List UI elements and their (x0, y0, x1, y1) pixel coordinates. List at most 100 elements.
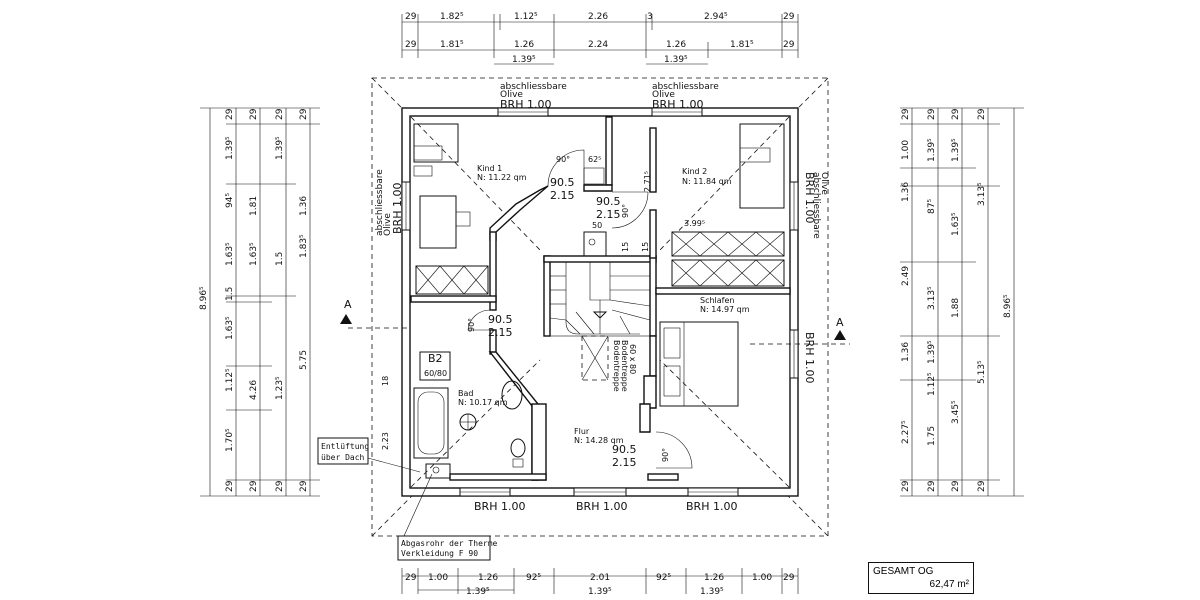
svg-text:92⁵: 92⁵ (526, 573, 541, 583)
bottom-dimension-text: 29 1.00 1.26 92⁵ 2.01 92⁵ 1.26 1.00 29 1… (405, 573, 795, 597)
svg-text:1.39⁵: 1.39⁵ (588, 587, 612, 597)
svg-text:2.15: 2.15 (596, 208, 621, 221)
svg-text:1.00: 1.00 (428, 573, 448, 583)
total-label: GESAMT OG (873, 566, 934, 577)
svg-text:1.12⁵: 1.12⁵ (927, 372, 937, 396)
room-name-bad: Bad (458, 389, 473, 398)
roof-outline (371, 77, 829, 537)
svg-text:1.39⁵: 1.39⁵ (700, 587, 724, 597)
svg-text:1.88: 1.88 (951, 298, 961, 318)
room-name-schlafen: Schlafen (700, 296, 734, 305)
svg-text:1.63⁵: 1.63⁵ (225, 242, 235, 266)
svg-text:60 x 80: 60 x 80 (628, 344, 637, 374)
svg-text:Bodentreppe: Bodentreppe (612, 340, 621, 392)
svg-text:2.24: 2.24 (588, 40, 608, 50)
sink (501, 380, 523, 410)
svg-text:Olive: Olive (383, 213, 393, 236)
svg-text:1.39⁵: 1.39⁵ (951, 138, 961, 162)
svg-text:1.26: 1.26 (478, 573, 498, 583)
svg-text:2.15: 2.15 (612, 456, 637, 469)
svg-text:3: 3 (647, 12, 653, 22)
svg-text:1.12⁵: 1.12⁵ (514, 12, 538, 22)
svg-text:2.15: 2.15 (488, 326, 513, 339)
svg-text:1.39⁵: 1.39⁵ (225, 136, 235, 160)
top-dimension-text: 29 1.82⁵ 1.12⁵ 2.26 3 2.94⁵ 29 29 1.81⁵ … (405, 12, 795, 65)
svg-text:BRH 1.00: BRH 1.00 (686, 500, 737, 513)
svg-text:über Dach: über Dach (321, 453, 365, 462)
svg-text:90°: 90° (556, 155, 570, 164)
svg-text:BRH 1.00: BRH 1.00 (576, 500, 627, 513)
svg-text:29: 29 (405, 573, 417, 583)
svg-text:1.81: 1.81 (249, 196, 259, 216)
svg-text:29: 29 (951, 108, 961, 120)
svg-text:3.13⁵: 3.13⁵ (977, 182, 987, 206)
svg-text:Olive: Olive (500, 90, 523, 100)
svg-text:8.96⁵: 8.96⁵ (199, 286, 209, 310)
svg-text:1.39⁵: 1.39⁵ (275, 136, 285, 160)
svg-text:29: 29 (951, 480, 961, 492)
svg-text:1.36: 1.36 (901, 182, 911, 202)
svg-text:N: 14.97 qm: N: 14.97 qm (700, 305, 750, 314)
svg-text:N: 14.28 qm: N: 14.28 qm (574, 436, 624, 445)
door-swing-bad (467, 309, 491, 331)
wardrobe-kind2 (671, 231, 785, 257)
svg-text:1.70⁵: 1.70⁵ (225, 428, 235, 452)
svg-text:15: 15 (621, 242, 630, 252)
svg-text:1.36: 1.36 (901, 342, 911, 362)
svg-text:29: 29 (275, 480, 285, 492)
door-swing-kind1 (547, 149, 585, 187)
svg-text:90°: 90° (621, 204, 630, 218)
total-area-box: GESAMT OG 62,47 m² (868, 562, 974, 594)
svg-text:BRH 1.00: BRH 1.00 (474, 500, 525, 513)
svg-text:1.39⁵: 1.39⁵ (512, 55, 536, 65)
svg-text:1.81⁵: 1.81⁵ (440, 40, 464, 50)
svg-text:3.99⁵: 3.99⁵ (684, 219, 705, 228)
svg-text:1.00: 1.00 (901, 140, 911, 160)
svg-text:1.63⁵: 1.63⁵ (951, 212, 961, 236)
svg-text:29: 29 (249, 108, 259, 120)
svg-text:90°: 90° (467, 318, 476, 332)
svg-text:BRH 1.00: BRH 1.00 (391, 183, 404, 234)
svg-text:1.36: 1.36 (299, 196, 309, 216)
svg-text:Entlüftung: Entlüftung (321, 442, 369, 451)
svg-text:15: 15 (641, 242, 650, 252)
svg-text:90.5: 90.5 (612, 443, 637, 456)
svg-text:1.83⁵: 1.83⁵ (299, 234, 309, 258)
doors (467, 149, 693, 469)
bathtub (413, 387, 449, 459)
right-dimension-text: 29 1.00 1.36 2.49 1.36 2.27⁵ 29 29 1.39⁵… (901, 108, 1013, 492)
svg-text:BRH 1.00: BRH 1.00 (500, 98, 551, 111)
svg-text:1.23⁵: 1.23⁵ (275, 376, 285, 400)
room-name-kind2: Kind 2 (682, 167, 707, 176)
note-entlueftung: Entlüftung über Dach (317, 437, 421, 473)
svg-text:29: 29 (901, 480, 911, 492)
svg-text:94⁵: 94⁵ (225, 193, 235, 208)
svg-text:1.39⁵: 1.39⁵ (664, 55, 688, 65)
svg-text:2.27⁵: 2.27⁵ (901, 420, 911, 444)
svg-text:90°: 90° (661, 448, 670, 462)
svg-text:29: 29 (977, 480, 987, 492)
svg-text:1.39⁵: 1.39⁵ (927, 138, 937, 162)
svg-text:3.45⁵: 3.45⁵ (951, 400, 961, 424)
door-swing-kind2 (611, 191, 649, 229)
top-dimensions (401, 14, 799, 65)
section-line (340, 314, 850, 345)
svg-text:29: 29 (249, 480, 259, 492)
shaft (583, 231, 607, 257)
section-a-left: A (344, 298, 352, 311)
svg-text:BRH 1.00: BRH 1.00 (803, 332, 816, 383)
svg-text:Abgasrohr der Therme: Abgasrohr der Therme (401, 539, 498, 548)
toilet (510, 438, 526, 458)
svg-text:Olive: Olive (652, 90, 675, 100)
svg-text:1.63⁵: 1.63⁵ (249, 242, 259, 266)
svg-text:1.12⁵: 1.12⁵ (225, 368, 235, 392)
svg-text:5.13⁵: 5.13⁵ (977, 360, 987, 384)
svg-text:1.81⁵: 1.81⁵ (730, 40, 754, 50)
wardrobe-kind1 (415, 265, 489, 295)
svg-text:29: 29 (299, 108, 309, 120)
svg-text:92⁵: 92⁵ (656, 573, 671, 583)
window-labels: abschliessbare Olive BRH 1.00 abschliess… (375, 82, 829, 513)
svg-text:abschliessbare: abschliessbare (375, 169, 385, 236)
svg-text:abschliessbare: abschliessbare (811, 172, 821, 239)
